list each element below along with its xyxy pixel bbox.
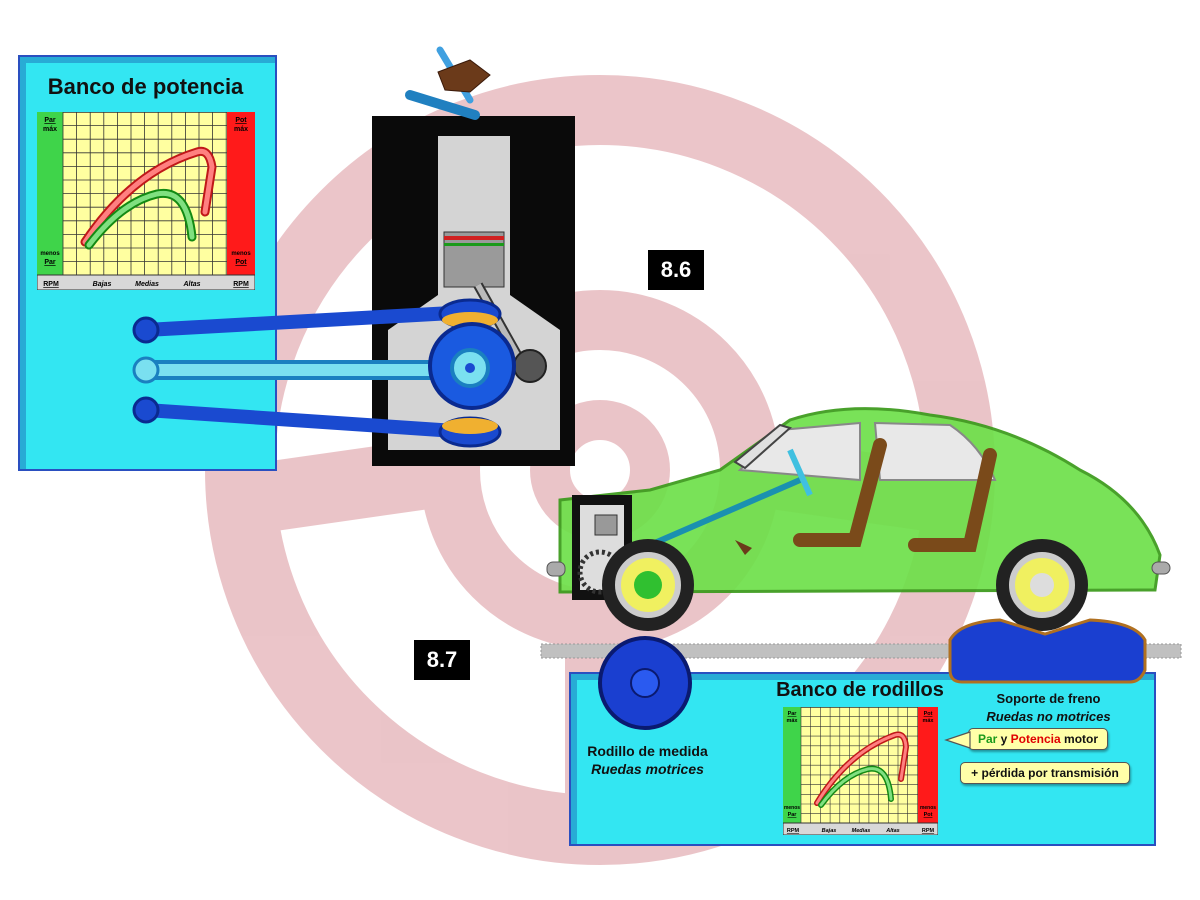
axis-rpm-left: RPM (43, 281, 59, 288)
pill-power-word: Potencia (1010, 732, 1061, 746)
roller-power-min-label: menos (920, 805, 936, 811)
roller-power-max-label-2: máx (922, 718, 934, 724)
axis-rpm-right: RPM (233, 281, 249, 288)
power-min-label-2: Pot (235, 259, 247, 266)
measure-roller-sublabel: Ruedas motrices (591, 761, 704, 777)
roller-power-max-label: Pot (924, 711, 933, 717)
roller-torque-max-label: Par (788, 711, 798, 717)
transmission-loss-pill: + pérdida por transmisión (960, 762, 1130, 784)
figure-number-8-6: 8.6 (648, 250, 704, 290)
front-seat (793, 438, 887, 547)
torque-max-label-2: máx (43, 126, 57, 133)
pill-and-word: y (997, 732, 1011, 746)
axis-high: Altas (182, 281, 200, 288)
steering-column (648, 477, 802, 548)
roller-torque-min-label: menos (784, 805, 800, 811)
roller-axis-mid: Medias (852, 828, 871, 834)
torque-min-label: menos (40, 251, 60, 257)
measure-roller-caption: Rodillo de medida Ruedas motrices (575, 742, 720, 778)
torque-power-pill: Par y Potencia motor (968, 728, 1108, 750)
figure-number-8-7: 8.7 (414, 640, 470, 680)
roller-bench-title: Banco de rodillos (776, 679, 944, 701)
roller-torque-min-label-2: Par (788, 812, 798, 818)
dyno-panel-title: Banco de potencia (47, 74, 244, 99)
power-scale-bar (227, 112, 255, 275)
pill-torque-word: Par (977, 732, 998, 746)
brake-support-label: Soporte de freno (996, 691, 1101, 706)
dyno-chart: Par máx menos Par Pot máx menos Pot RPM … (37, 112, 255, 290)
torque-scale-bar (37, 112, 63, 275)
measure-roller-label: Rodillo de medida (587, 743, 708, 759)
roller-axis-high: Altas (885, 828, 899, 834)
rear-seat (908, 448, 997, 552)
roller-chart: Par máx menos Par Pot máx menos Pot RPM … (783, 707, 938, 835)
rear-window (873, 421, 997, 481)
axis-mid: Medias (135, 281, 159, 288)
roller-axis-low: Bajas (822, 828, 837, 834)
brake-support-caption: Soporte de freno Ruedas no motrices (966, 690, 1131, 726)
power-max-label: Pot (235, 117, 247, 124)
torque-max-label: Par (44, 117, 56, 124)
power-max-label-2: máx (234, 126, 248, 133)
brake-support (948, 618, 1147, 684)
roller-power-min-label-2: Pot (924, 812, 933, 818)
pill-pointer (944, 731, 971, 749)
torque-min-label-2: Par (44, 259, 56, 266)
pill-motor-word: motor (1060, 732, 1099, 746)
roller-axis-rpm-right: RPM (922, 828, 935, 834)
roller-axis-rpm-left: RPM (787, 828, 800, 834)
power-min-label: menos (231, 251, 251, 257)
roller-torque-max-label-2: máx (786, 718, 798, 724)
brake-support-sublabel: Ruedas no motrices (986, 709, 1111, 724)
axis-low: Bajas (93, 281, 112, 288)
